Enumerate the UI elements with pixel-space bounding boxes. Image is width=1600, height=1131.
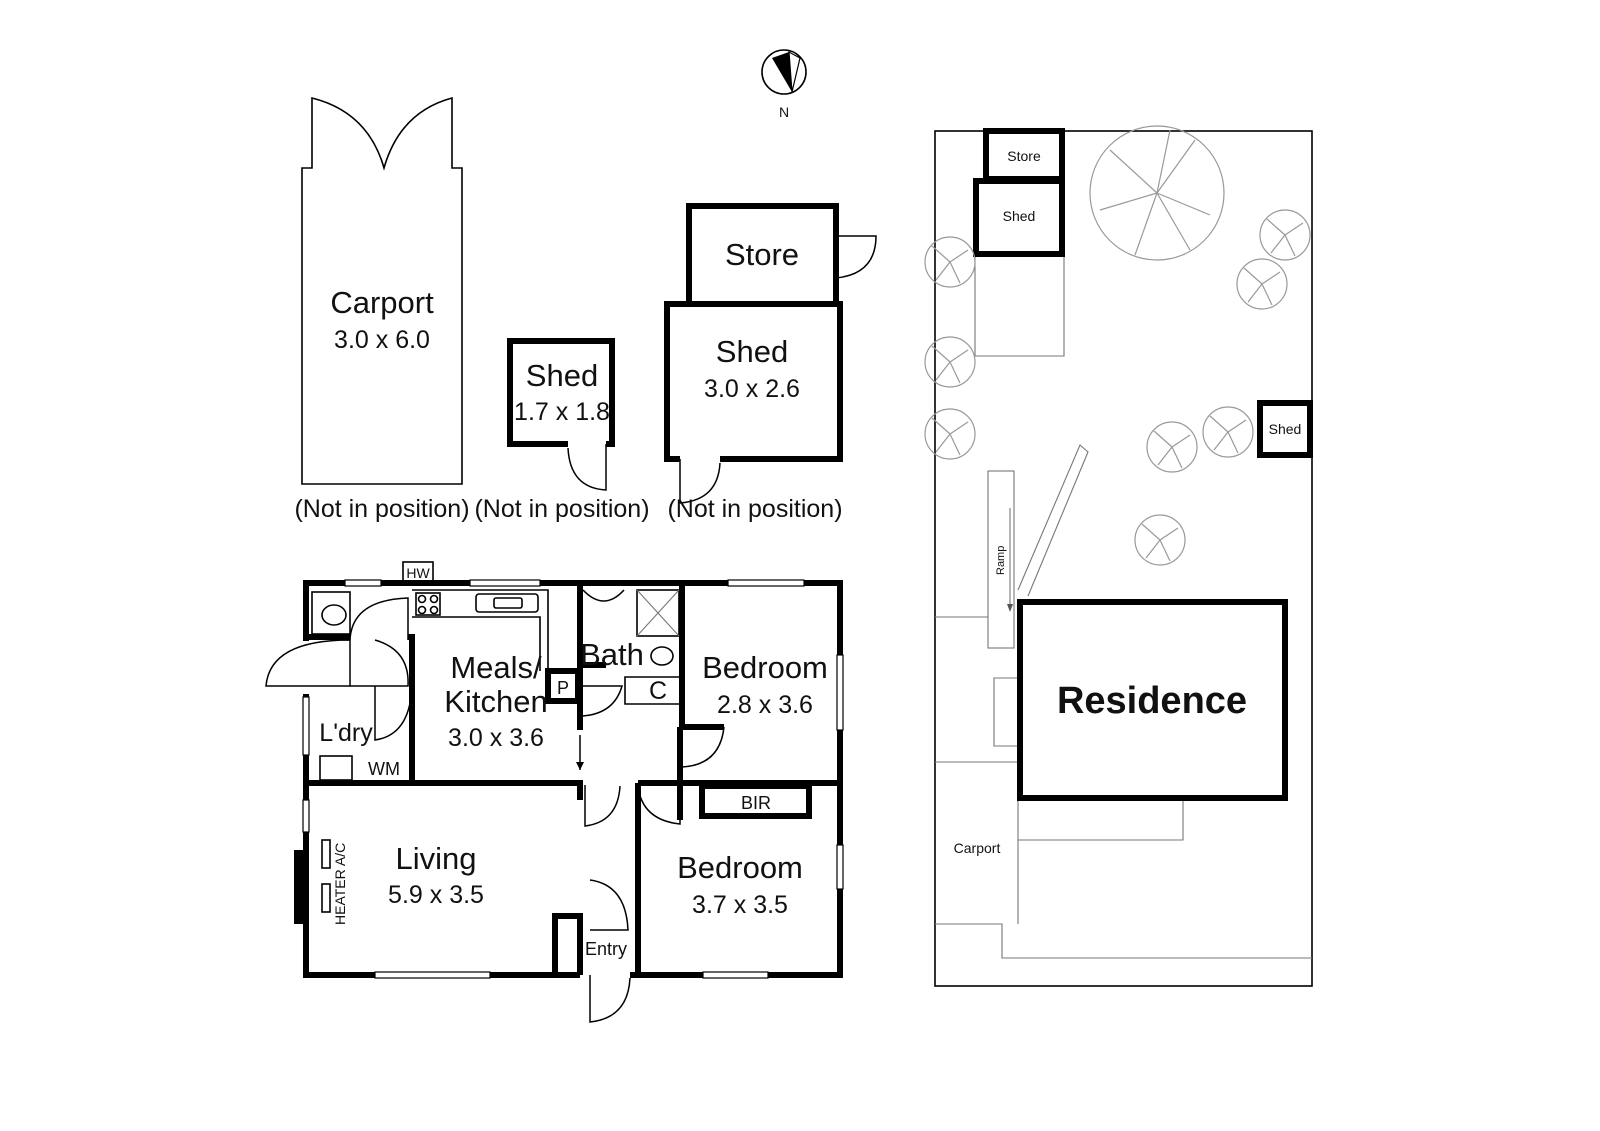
laundry-door [265, 639, 351, 687]
carport-outbuilding: Carport 3.0 x 6.0 (Not in position) [294, 96, 470, 523]
heater-unit [294, 850, 306, 924]
compass-north-label: N [779, 104, 789, 120]
bath-door [581, 685, 623, 717]
bath-toilet-icon [650, 646, 674, 666]
small-tree-icon [924, 236, 976, 288]
small-shed-walls [507, 338, 615, 447]
living-door [584, 785, 621, 827]
large-tree-icon [1089, 125, 1225, 261]
small-shed-label: Shed [526, 358, 598, 393]
built-in-robe [699, 783, 812, 819]
kitchen-window [469, 579, 541, 587]
ramp-rail [1017, 444, 1089, 597]
compass: N [761, 49, 807, 120]
small-tree-icon [1134, 514, 1186, 566]
bedroom2-size: 3.7 x 3.5 [692, 891, 788, 919]
shower-icon [636, 589, 680, 637]
meals-label: Meals/ [450, 650, 542, 685]
toilet-icon [321, 604, 347, 626]
small-tree-icon [1146, 421, 1198, 473]
cupboard-label: C [649, 677, 667, 705]
hw-label: HW [406, 565, 430, 581]
living-label: Living [396, 841, 477, 876]
wm-label: WM [368, 759, 400, 779]
laundry-window [302, 696, 310, 756]
house-floor-plan: BIR HW WM L'dry [265, 561, 844, 1023]
front-door [589, 975, 631, 1023]
site-store-label: Store [1007, 148, 1041, 164]
sink-icon [475, 593, 539, 613]
store-label: Store [725, 237, 799, 272]
carport-note: (Not in position) [294, 495, 469, 523]
site-shed-top [973, 178, 1065, 257]
site-carport-label: Carport [954, 840, 1001, 856]
bedroom2-label: Bedroom [677, 850, 803, 885]
carport-outline [301, 96, 463, 485]
kitchen-label: Kitchen [444, 684, 547, 719]
laundry-label: L'dry [319, 719, 373, 747]
bath-label: Bath [580, 637, 644, 672]
small-shed-outbuilding: Shed 1.7 x 1.8 (Not in position) [474, 338, 650, 523]
small-shed-door [567, 444, 607, 491]
meals-kitchen-size: 3.0 x 3.6 [448, 724, 544, 752]
store-walls [686, 203, 839, 304]
small-shed-note: (Not in position) [474, 495, 649, 523]
large-shed-walls [664, 301, 843, 462]
vanity-basin-icon [582, 589, 625, 602]
linen-cupboard [624, 676, 683, 705]
small-tree-icon [1236, 258, 1288, 310]
kitchen-bench [412, 589, 549, 671]
living-size: 5.9 x 3.5 [388, 881, 484, 909]
entry-wall [552, 913, 583, 975]
small-tree-icon [924, 408, 976, 460]
large-shed-size: 3.0 x 2.6 [704, 375, 800, 403]
small-tree-icon [1259, 209, 1311, 261]
bir-label: BIR [741, 793, 771, 813]
bedroom1-door [681, 726, 725, 768]
small-tree-icon [1202, 406, 1254, 458]
large-shed-door [679, 459, 721, 504]
carport-label: Carport [330, 285, 434, 320]
bedroom2-window [702, 971, 769, 979]
large-shed-note: (Not in position) [667, 495, 842, 523]
bedroom1-label: Bedroom [702, 650, 828, 685]
site-shed-top-label: Shed [1003, 208, 1036, 224]
site-shed-right [1257, 400, 1313, 458]
compass-needle-icon [772, 52, 792, 92]
large-shed-label: Shed [716, 334, 788, 369]
entry-inner-door [589, 879, 629, 931]
cooktop-icon [415, 592, 441, 616]
bedroom-window [727, 579, 805, 587]
carport-size: 3.0 x 6.0 [334, 326, 430, 354]
toilet-wall [306, 634, 415, 783]
living-window [374, 971, 491, 979]
residence [1017, 599, 1288, 801]
site-plan: Store Shed Shed Ramp Residence Carport [924, 125, 1313, 987]
compass-ring [761, 49, 807, 95]
site-boundary [934, 130, 1313, 987]
laundry-trough [319, 755, 353, 781]
hot-water-unit [402, 561, 434, 584]
store-door [835, 235, 877, 279]
pantry [545, 668, 581, 704]
entry-label: Entry [585, 939, 627, 959]
store-shed-outbuilding: Store Shed 3.0 x 2.6 (Not in position) [664, 203, 877, 523]
ramp [987, 470, 1015, 649]
heater-ac-label: HEATER A/C [332, 843, 348, 925]
residence-label: Residence [1057, 680, 1247, 722]
small-tree-icon [924, 336, 976, 388]
small-shed-size: 1.7 x 1.8 [514, 398, 610, 426]
ramp-label: Ramp [995, 546, 1007, 575]
bedroom1-size: 2.8 x 3.6 [717, 691, 813, 719]
site-shed-right-label: Shed [1269, 421, 1302, 437]
pantry-label: P [557, 678, 569, 698]
